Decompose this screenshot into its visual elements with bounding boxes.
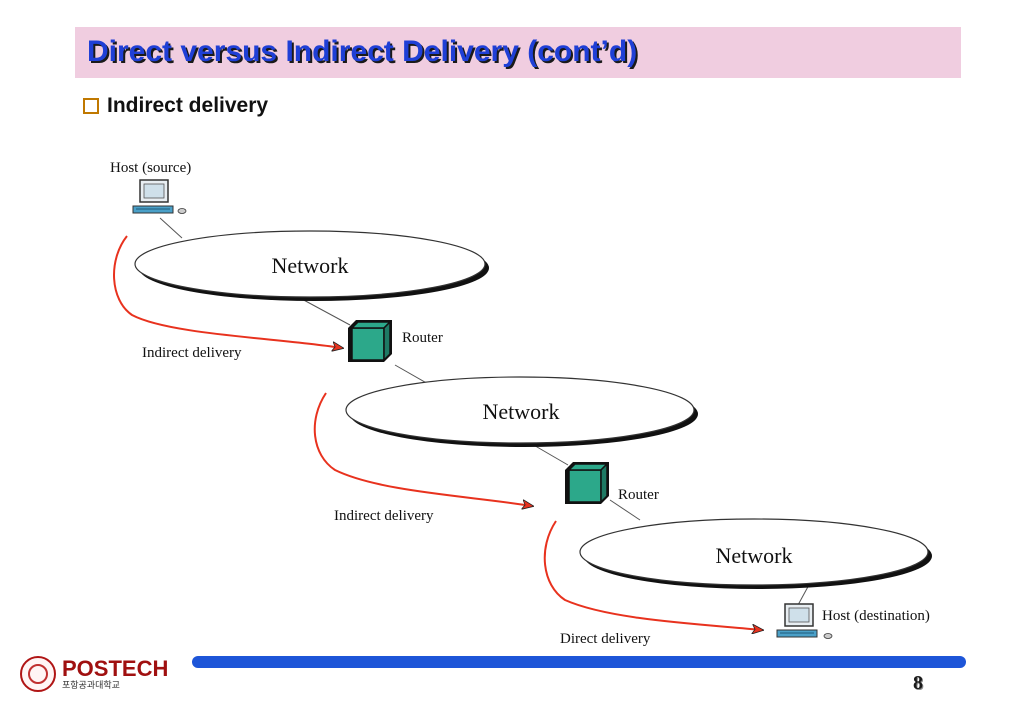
computer-icon — [132, 179, 187, 214]
delivery-arrow — [543, 520, 762, 630]
network-label: Network — [716, 543, 793, 568]
computer-icon — [776, 603, 833, 639]
university-seal-icon — [20, 656, 56, 692]
host-destination-label: Host (destination) — [822, 608, 930, 624]
delivery-arrow — [113, 235, 342, 348]
network-label: Network — [483, 399, 560, 424]
logo-name: POSTECH — [62, 655, 169, 681]
router-icon — [565, 462, 609, 504]
router-icon — [348, 320, 392, 362]
network-cloud — [579, 518, 932, 589]
slide-title: Direct versus Indirect Delivery (cont’d) — [87, 35, 638, 68]
footer-bar — [192, 656, 966, 668]
network-cloud — [134, 230, 489, 301]
page-number: 8 — [913, 672, 923, 694]
delivery-label: Indirect delivery — [142, 345, 242, 361]
router-label: Router — [618, 487, 659, 503]
logo-subtitle: 포항공과대학교 — [62, 680, 120, 691]
network-label: Network — [272, 253, 349, 278]
delivery-label: Direct delivery — [560, 631, 651, 647]
title-bar: Direct versus Indirect Delivery (cont’d) — [75, 27, 961, 78]
delivery-arrow — [313, 392, 532, 506]
bullet-item: Indirect delivery — [83, 94, 268, 118]
square-bullet-icon — [83, 98, 99, 114]
network-cloud — [345, 376, 698, 447]
router-label: Router — [402, 330, 443, 346]
postech-logo: POSTECH 포항공과대학교 — [20, 656, 168, 692]
link-lines — [159, 217, 811, 606]
host-source-label: Host (source) — [110, 160, 191, 176]
bullet-text: Indirect delivery — [107, 94, 269, 117]
delivery-label: Indirect delivery — [334, 508, 434, 524]
